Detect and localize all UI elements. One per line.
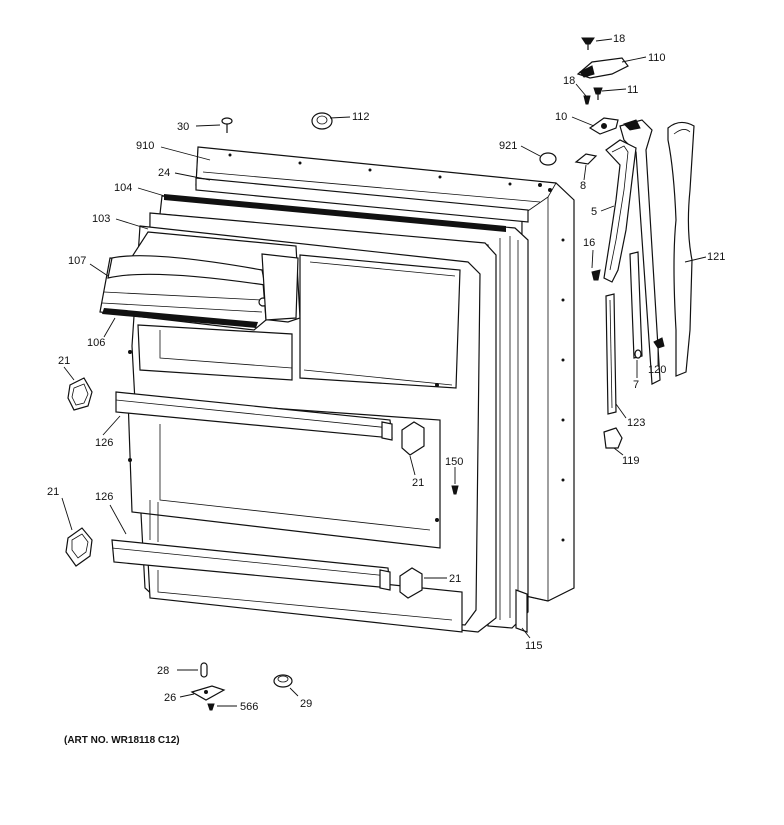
callout-21-lower-right: 21 bbox=[449, 573, 461, 585]
callout-126-upper: 126 bbox=[95, 437, 113, 449]
door-shelf-lower bbox=[111, 539, 391, 591]
callout-104: 104 bbox=[114, 182, 132, 194]
leader-lines bbox=[61, 38, 707, 707]
screw-11 bbox=[593, 87, 603, 100]
plug-29 bbox=[273, 674, 293, 688]
callout-110: 110 bbox=[648, 52, 666, 64]
screw-120 bbox=[653, 337, 665, 349]
callout-123: 123 bbox=[627, 417, 645, 429]
screw-18-mid bbox=[583, 95, 591, 105]
plug-button-112 bbox=[311, 112, 333, 130]
callout-910: 910 bbox=[136, 140, 154, 152]
plug-921 bbox=[539, 152, 557, 166]
callout-107: 107 bbox=[68, 255, 86, 267]
callout-106: 106 bbox=[87, 337, 105, 349]
handle-spacer-7 bbox=[629, 251, 643, 359]
callout-112: 112 bbox=[352, 111, 370, 123]
shelf-end-cap-lower-right bbox=[399, 567, 423, 599]
door-handle-5 bbox=[603, 139, 637, 283]
callout-18-top: 18 bbox=[613, 33, 625, 45]
callout-21-lower-left: 21 bbox=[47, 486, 59, 498]
hinge-cover-110 bbox=[576, 57, 629, 79]
callout-115: 115 bbox=[525, 640, 543, 652]
hinge-pin-8 bbox=[574, 153, 598, 165]
outer-door-panel bbox=[195, 146, 575, 602]
callout-18-mid: 18 bbox=[563, 75, 575, 87]
callout-8: 8 bbox=[580, 180, 586, 192]
callout-120: 120 bbox=[648, 364, 666, 376]
screw-566 bbox=[207, 703, 215, 711]
shelf-end-cap-upper-right bbox=[401, 421, 425, 456]
breaker-strip bbox=[195, 177, 529, 223]
callout-10: 10 bbox=[555, 111, 567, 123]
screw-30 bbox=[221, 117, 233, 133]
callout-labels: 18 110 18 11 10 30 112 910 921 24 8 104 … bbox=[47, 33, 725, 713]
fastener-150 bbox=[451, 485, 459, 495]
plate-26 bbox=[190, 685, 226, 701]
callout-119: 119 bbox=[622, 455, 640, 467]
dairy-door bbox=[102, 308, 258, 328]
screw-18-top bbox=[581, 37, 595, 50]
callout-121: 121 bbox=[707, 251, 725, 263]
callout-7: 7 bbox=[633, 379, 639, 391]
door-seal-strip bbox=[515, 589, 528, 633]
door-shelf-upper bbox=[115, 391, 393, 441]
callout-126-lower: 126 bbox=[95, 491, 113, 503]
callout-16: 16 bbox=[583, 237, 595, 249]
callout-566: 566 bbox=[240, 701, 258, 713]
callout-28: 28 bbox=[157, 665, 169, 677]
part-28 bbox=[200, 662, 208, 678]
handle-bar-123 bbox=[605, 293, 617, 415]
callout-11: 11 bbox=[627, 84, 638, 96]
hinge-10 bbox=[588, 117, 619, 135]
art-number-caption: (ART NO. WR18118 C12) bbox=[64, 735, 180, 746]
callout-29: 29 bbox=[300, 698, 312, 710]
shelf-end-cap-lower-left bbox=[65, 527, 93, 567]
callout-24: 24 bbox=[158, 167, 170, 179]
callout-21-upper-left: 21 bbox=[58, 355, 70, 367]
shelf-end-cap-upper-left bbox=[67, 377, 93, 411]
handle-trim-121 bbox=[667, 121, 695, 377]
callout-5: 5 bbox=[591, 206, 597, 218]
handle-cap-119 bbox=[603, 427, 623, 449]
callout-103: 103 bbox=[92, 213, 110, 225]
callout-150: 150 bbox=[445, 456, 463, 468]
callout-30: 30 bbox=[177, 121, 189, 133]
callout-921: 921 bbox=[499, 140, 517, 152]
callout-21-upper-right: 21 bbox=[412, 477, 424, 489]
screw-16 bbox=[591, 269, 601, 281]
callout-26: 26 bbox=[164, 692, 176, 704]
